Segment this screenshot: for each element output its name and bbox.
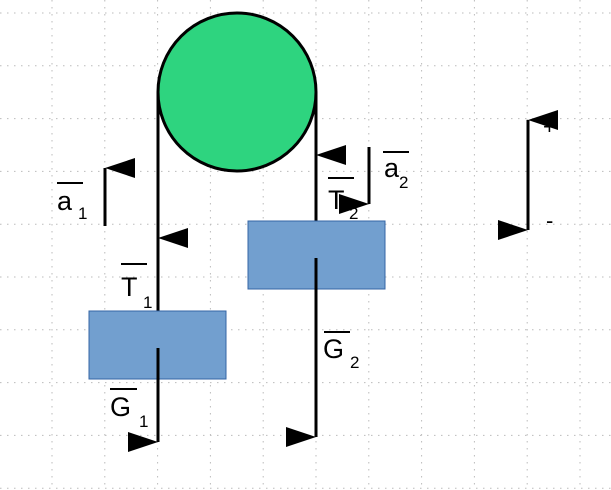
label-T2: T 2: [328, 177, 358, 223]
label-T1: T 1: [121, 263, 152, 312]
label-G2-sub: 2: [350, 353, 359, 372]
label-a2-main: a: [384, 153, 400, 183]
label-T2-main: T: [328, 185, 345, 215]
minus-sign: -: [546, 208, 553, 233]
label-G1: G 1: [110, 388, 148, 431]
label-G1-main: G: [110, 392, 131, 422]
label-T1-main: T: [121, 272, 138, 302]
label-G1-sub: 1: [139, 412, 148, 431]
label-a1: a 1: [57, 182, 87, 223]
label-T2-sub: 2: [349, 204, 358, 223]
label-a2-sub: 2: [399, 173, 408, 192]
pulley: [156, 11, 318, 173]
label-a1-main: a: [57, 186, 73, 216]
plus-sign: +: [543, 114, 556, 139]
label-G2-main: G: [323, 334, 344, 364]
label-a2: a 2: [383, 151, 409, 192]
label-a1-sub: 1: [78, 204, 87, 223]
label-G2: G 2: [323, 331, 359, 372]
label-T1-sub: 1: [143, 293, 152, 312]
